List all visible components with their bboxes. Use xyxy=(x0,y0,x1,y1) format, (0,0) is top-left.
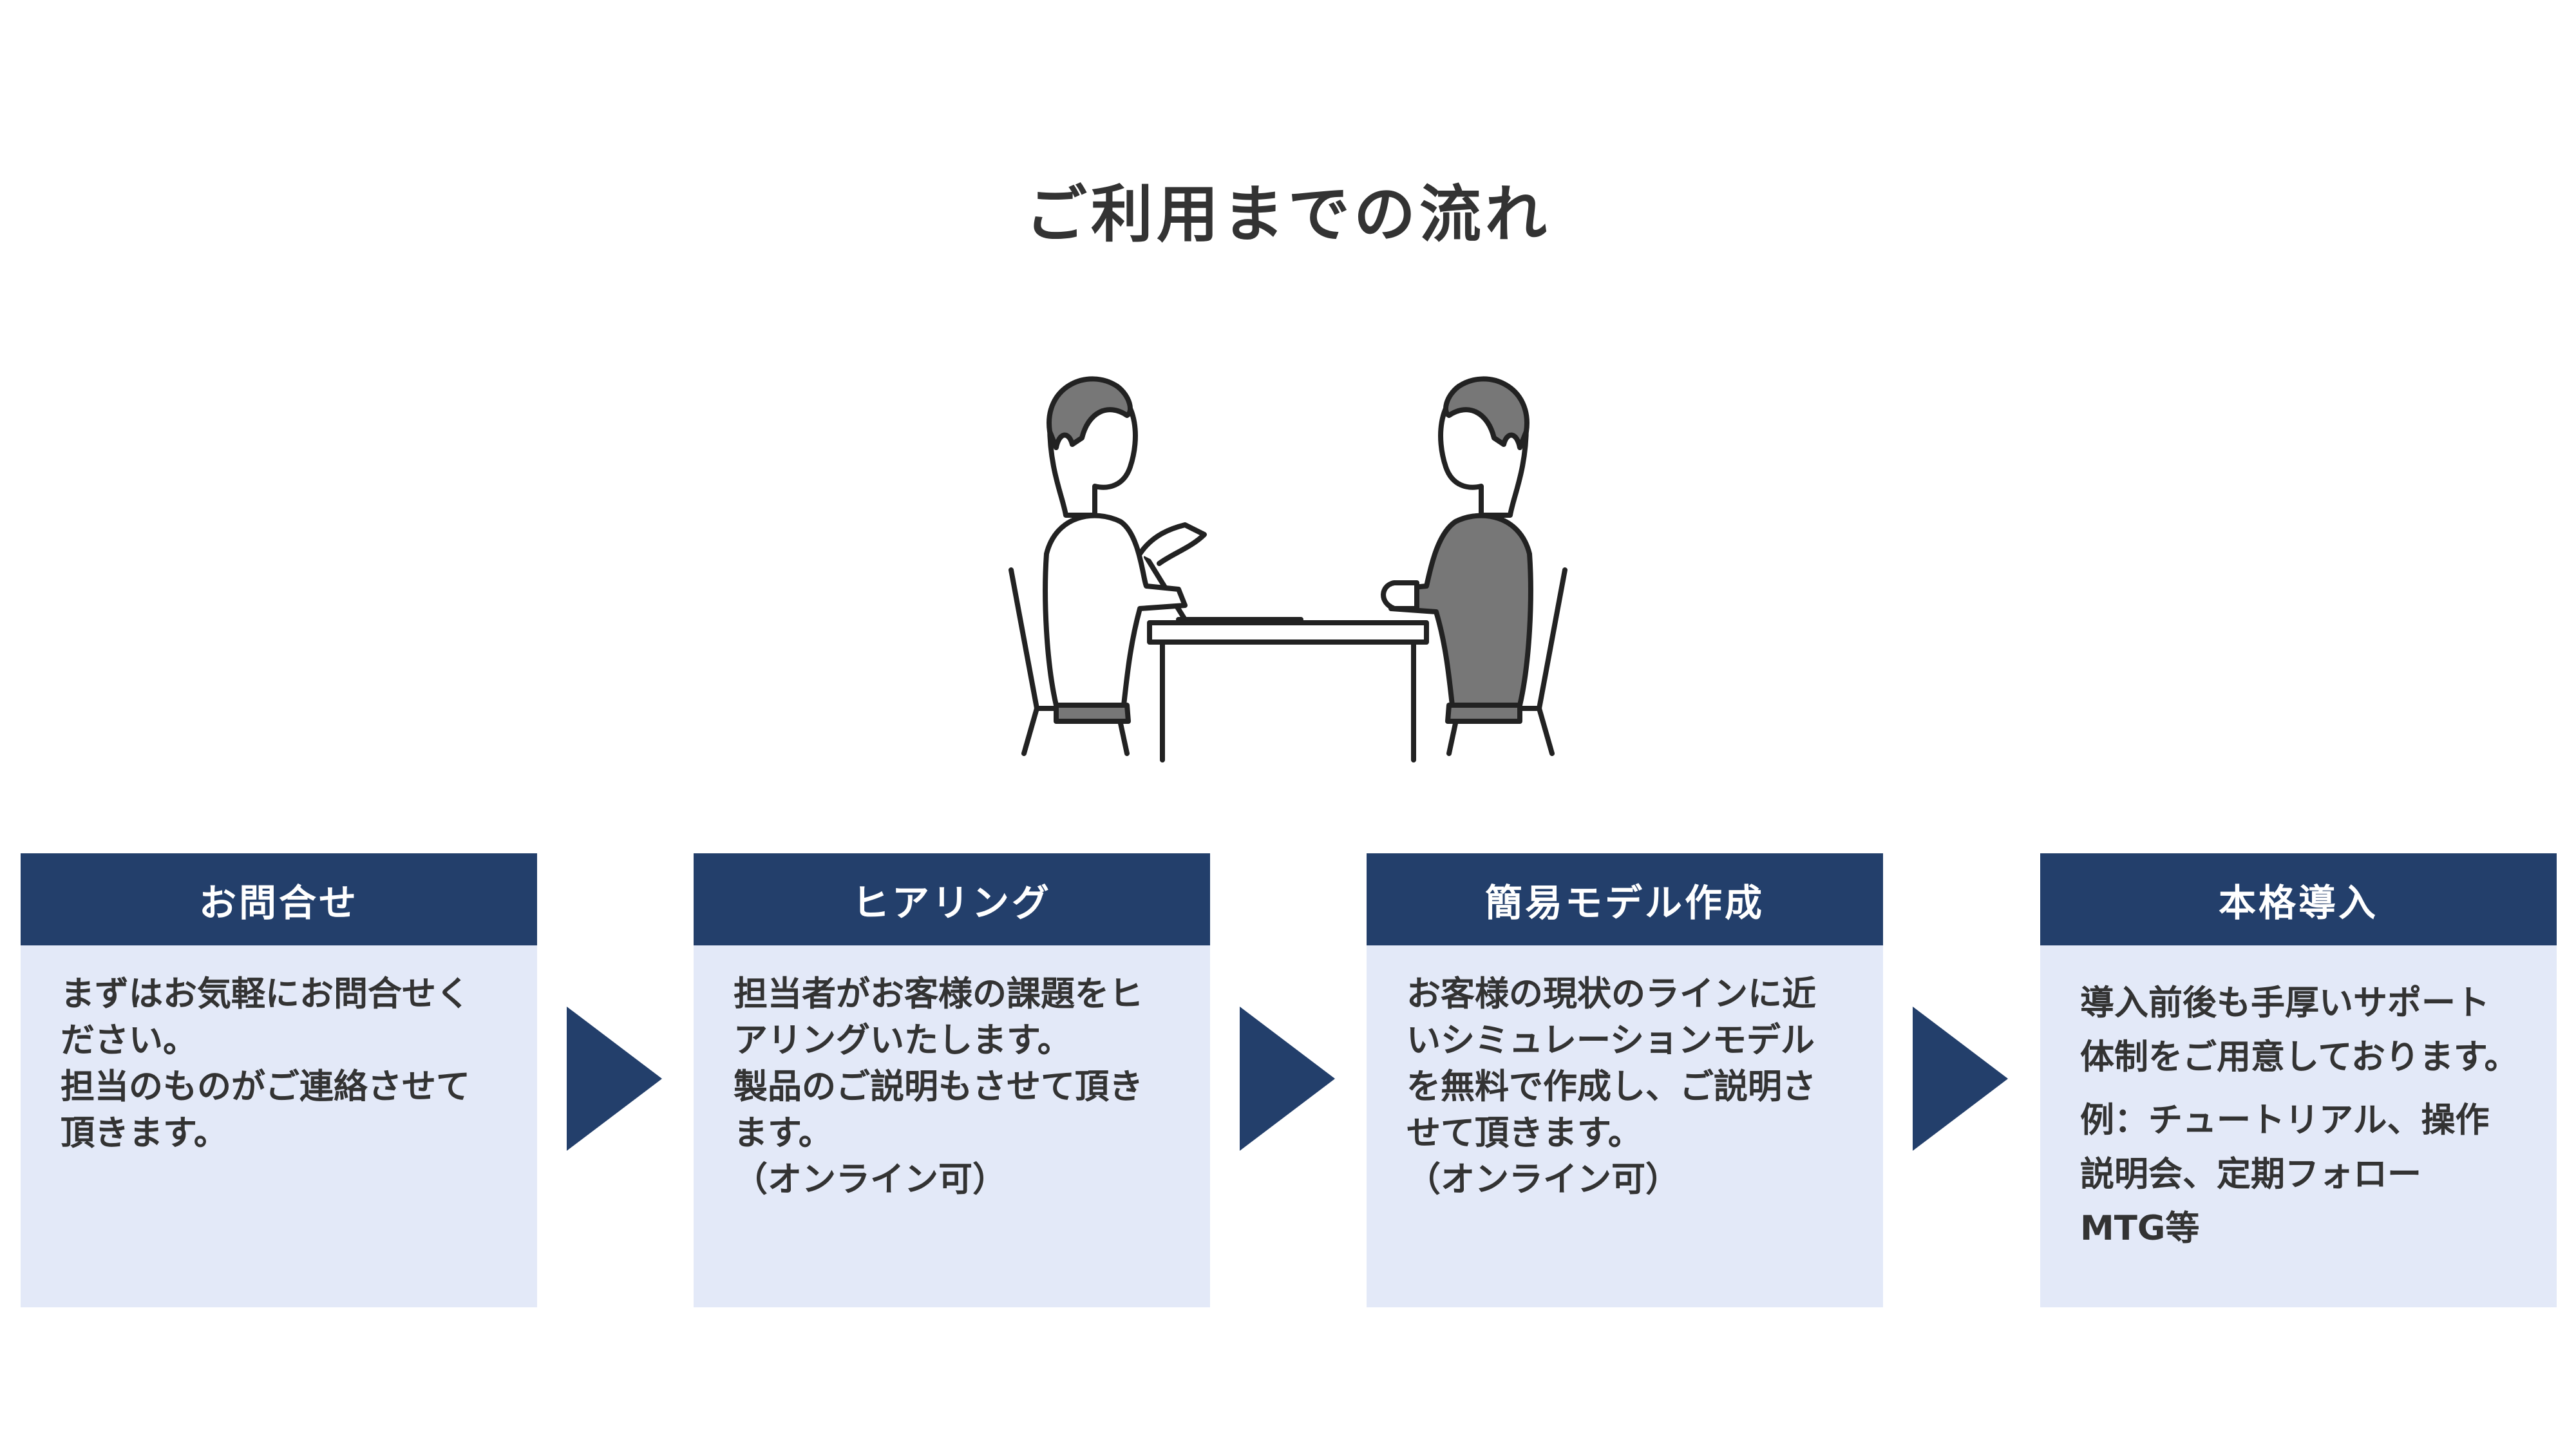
step-card-simple-model: 簡易モデル作成 お客様の現状のラインに近 いシミュレーションモデル を無料で作成… xyxy=(1367,853,1883,1307)
step-text: 担当者がお客様の課題をヒ アリングいたします。 製品のご説明もさせて頂き ます。… xyxy=(734,974,1143,1199)
page-title: ご利用までの流れ xyxy=(1025,178,1551,251)
step-description: まずはお気軽にお問合せく ださい。 担当のものがご連絡させて 頂きます。 xyxy=(21,945,537,1157)
arrow-right-icon xyxy=(1240,1007,1335,1151)
arrow-right-icon xyxy=(567,1007,662,1151)
step-title: ヒアリング xyxy=(694,853,1210,945)
step-title: 簡易モデル作成 xyxy=(1367,853,1883,945)
step-text: まずはお気軽にお問合せく ださい。 担当のものがご連絡させて 頂きます。 xyxy=(61,974,470,1153)
step-title: 本格導入 xyxy=(2040,853,2557,945)
step-text-example: 例：チュートリアル、操作 説明会、定期フォロー MTG等 xyxy=(2080,1101,2490,1248)
step-description: お客様の現状のラインに近 いシミュレーションモデル を無料で作成し、ご説明さ せ… xyxy=(1367,945,1883,1203)
step-description: 担当者がお客様の課題をヒ アリングいたします。 製品のご説明もさせて頂き ます。… xyxy=(694,945,1210,1203)
step-card-hearing: ヒアリング 担当者がお客様の課題をヒ アリングいたします。 製品のご説明もさせて… xyxy=(694,853,1210,1307)
step-description: 導入前後も手厚いサポート 体制をご用意しております。 例：チュートリアル、操作 … xyxy=(2040,945,2557,1256)
step-text: 導入前後も手厚いサポート 体制をご用意しております。 xyxy=(2080,983,2519,1077)
meeting-illustration-icon xyxy=(1009,376,1567,762)
step-text: お客様の現状のラインに近 いシミュレーションモデル を無料で作成し、ご説明さ せ… xyxy=(1406,974,1816,1199)
step-card-inquiry: お問合せ まずはお気軽にお問合せく ださい。 担当のものがご連絡させて 頂きます… xyxy=(21,853,537,1307)
step-card-full-adoption: 本格導入 導入前後も手厚いサポート 体制をご用意しております。 例：チュートリア… xyxy=(2040,853,2557,1307)
arrow-right-icon xyxy=(1913,1007,2008,1151)
step-title: お問合せ xyxy=(21,853,537,945)
